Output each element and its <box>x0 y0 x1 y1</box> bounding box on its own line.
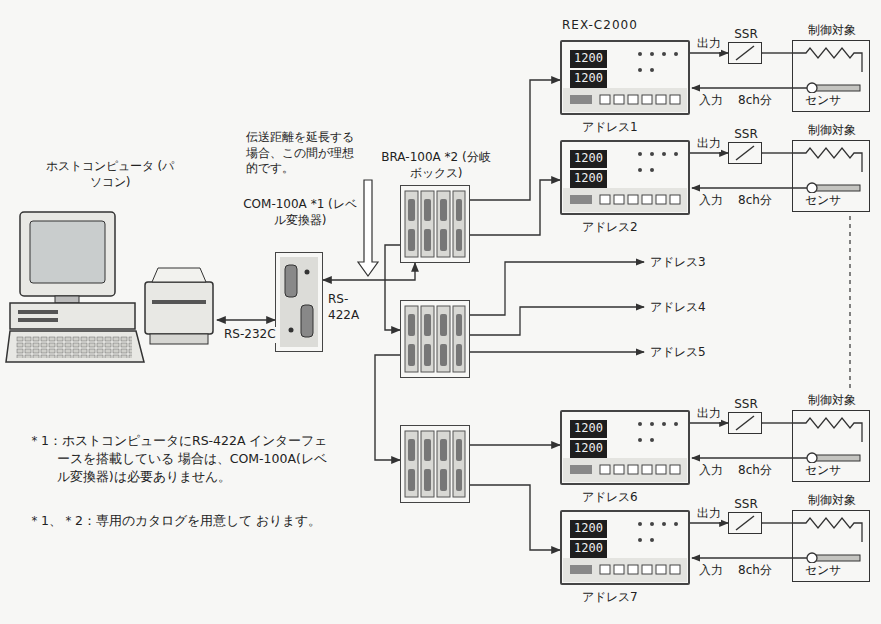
footnote: ＊1：ホストコンピュータにRS-422A インターフェースを搭載している 場合は… <box>28 432 329 486</box>
display-value: 1200 <box>570 540 607 558</box>
ssr-relay: SSR <box>728 42 762 64</box>
ssr-relay: SSR <box>728 512 762 534</box>
text-label: 8ch分 <box>738 93 772 109</box>
display-value: 1200 <box>570 150 607 168</box>
temperature-controller: 12001200アドレス6 <box>560 410 690 485</box>
text-label: アドレス4 <box>650 300 706 316</box>
text-label: センサ <box>805 463 841 479</box>
signal-line <box>690 152 728 153</box>
edge-label: 出力 <box>697 36 721 52</box>
text-label: センサ <box>805 193 841 209</box>
node-heading: 制御対象 <box>793 493 871 509</box>
display-value: 1200 <box>570 170 607 188</box>
text-label: アドレス3 <box>650 255 706 271</box>
node-heading: SSR <box>723 397 769 413</box>
signal-line <box>470 485 560 550</box>
signal-line <box>217 319 275 320</box>
signal-line <box>690 522 728 523</box>
footnote: ＊1、＊2：専用のカタログを用意して おります。 <box>28 512 329 530</box>
text-label: 入力 <box>699 193 723 209</box>
temperature-controller: 12001200アドレス7 <box>560 510 690 585</box>
signal-line <box>385 245 400 330</box>
text-label: アドレス5 <box>650 345 706 361</box>
node-heading: 制御対象 <box>793 23 871 39</box>
signal-line <box>690 52 728 53</box>
text-label: 入力 <box>699 463 723 479</box>
ssr-relay: SSR <box>728 412 762 434</box>
node-heading: 制御対象 <box>793 393 871 409</box>
display-value: 1200 <box>570 70 607 88</box>
signal-line <box>762 422 792 423</box>
signal-line <box>470 444 560 445</box>
signal-line <box>762 52 792 53</box>
node-heading: 制御対象 <box>793 123 871 139</box>
text-label: 入力 <box>699 563 723 579</box>
text-label: 伝送距離を延長する 場合、この間が理想 的です。 <box>246 130 364 177</box>
text-label: 8ch分 <box>738 563 772 579</box>
address-label: アドレス6 <box>582 490 638 506</box>
node-heading: SSR <box>723 27 769 43</box>
text-label: 入力 <box>699 93 723 109</box>
node-heading: COM-100A *1 (レベル変換器) <box>240 197 360 228</box>
address-label: アドレス7 <box>582 590 638 606</box>
display-value: 1200 <box>570 50 607 68</box>
ssr-relay: SSR <box>728 142 762 164</box>
edge-label: RS- 422A <box>328 292 364 323</box>
display-value: 1200 <box>570 420 607 438</box>
signal-line <box>470 80 560 200</box>
branch-box <box>400 425 470 503</box>
temperature-controller: REX-C200012001200アドレス1 <box>560 40 690 115</box>
node-heading: BRA-100A *2 (分岐ボックス) <box>376 150 496 181</box>
temperature-controller: 12001200アドレス2 <box>560 140 690 215</box>
branch-box <box>400 300 470 378</box>
edge-label: 出力 <box>697 406 721 422</box>
level-converter: COM-100A *1 (レベル変換器) <box>275 252 323 352</box>
address-label: アドレス2 <box>582 220 638 236</box>
display-value: 1200 <box>570 520 607 538</box>
signal-line <box>470 180 560 235</box>
display-value: 1200 <box>570 440 607 458</box>
text-label: センサ <box>805 563 841 579</box>
text-label: 8ch分 <box>738 193 772 209</box>
signal-line <box>762 152 792 153</box>
text-label: センサ <box>805 93 841 109</box>
model-name: REX-C2000 <box>562 18 638 34</box>
edge-label: RS-232C <box>224 327 276 343</box>
signal-line <box>762 522 792 523</box>
text-label: 8ch分 <box>738 463 772 479</box>
node-heading: SSR <box>723 127 769 143</box>
edge-label: 出力 <box>697 506 721 522</box>
node-heading: SSR <box>723 497 769 513</box>
branch-box: BRA-100A *2 (分岐ボックス) <box>400 185 470 263</box>
edge-label: 出力 <box>697 136 721 152</box>
signal-line <box>375 355 400 460</box>
signal-line <box>690 422 728 423</box>
node-heading: ホストコンピュータ (パソコン) <box>45 159 175 190</box>
signal-line <box>323 263 415 280</box>
address-label: アドレス1 <box>582 120 638 136</box>
host-computer: ホストコンピュータ (パソコン) <box>5 205 217 395</box>
